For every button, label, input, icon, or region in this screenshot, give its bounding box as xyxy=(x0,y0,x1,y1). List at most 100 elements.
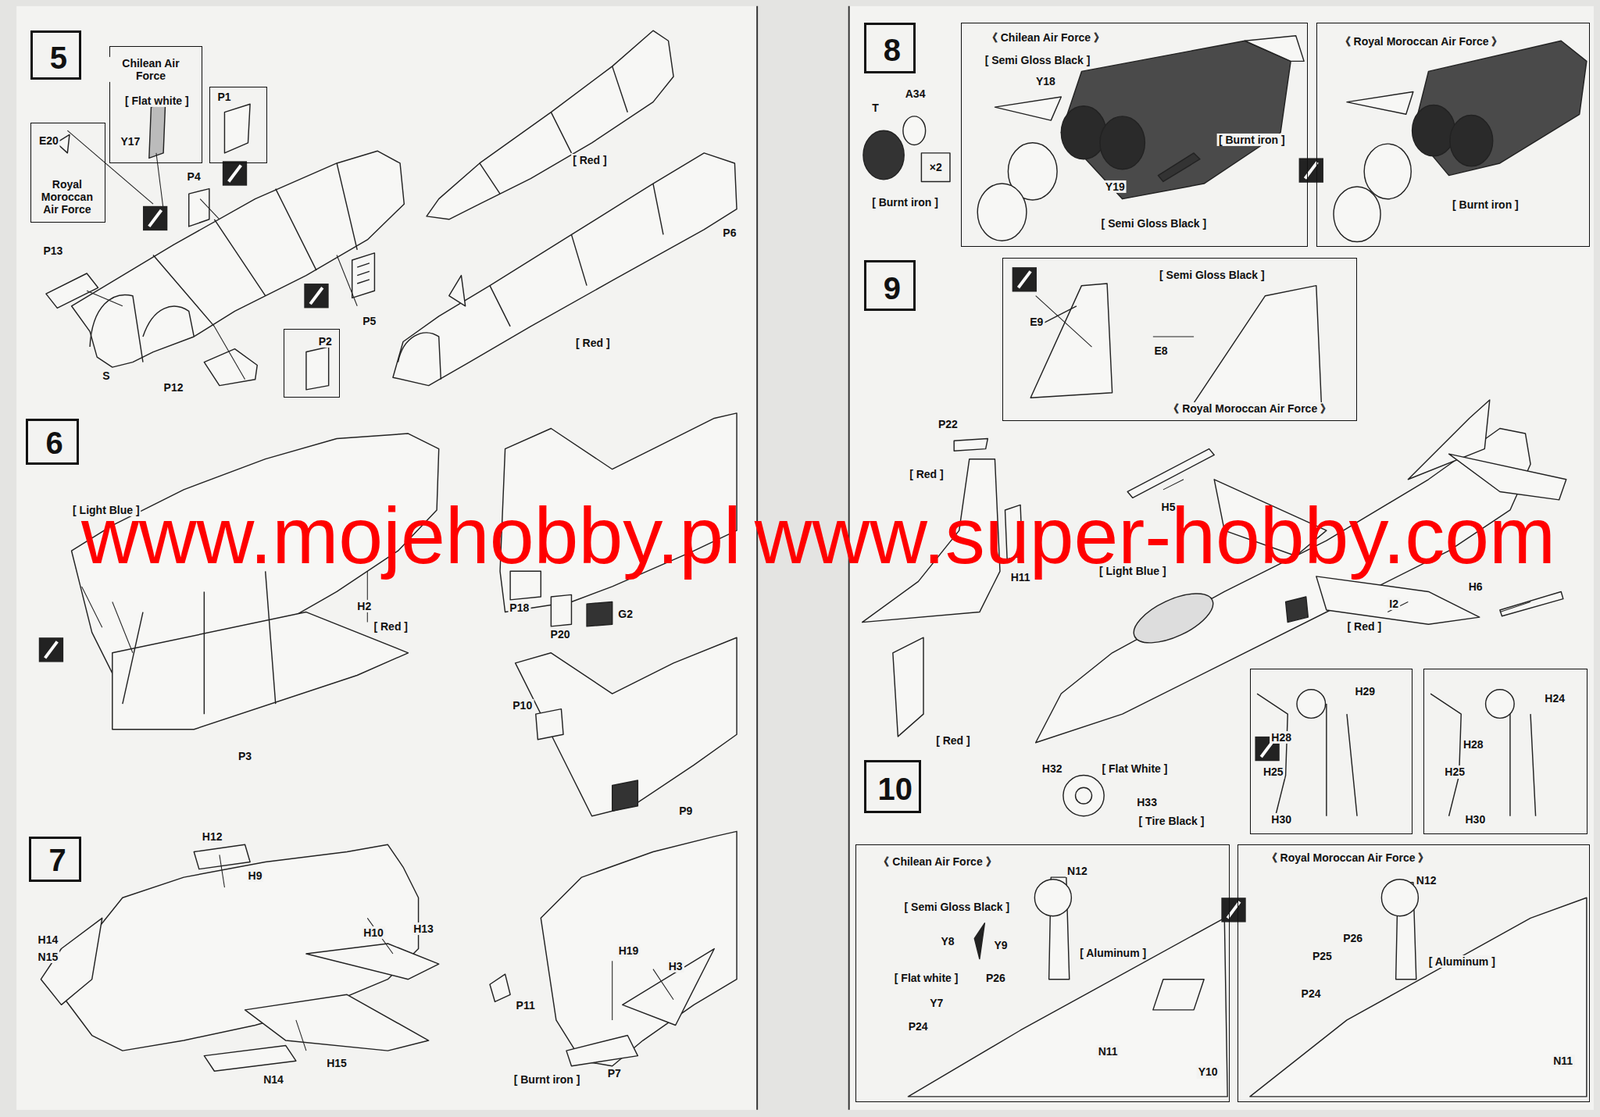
part-number: P12 xyxy=(162,381,186,394)
part-number: P5 xyxy=(360,314,378,328)
panel-text: P2 xyxy=(317,335,334,348)
part-number: P4 xyxy=(185,170,203,183)
panel-text: N12 xyxy=(1065,864,1090,878)
step-number: 5 xyxy=(50,39,68,76)
variant-panel: H29H28H25H30 xyxy=(1250,668,1413,836)
panel-text: E20 xyxy=(37,134,61,147)
panel-text: Y18 xyxy=(1034,75,1058,88)
part-number: H33 xyxy=(1135,796,1159,809)
step-number: 10 xyxy=(878,771,914,808)
panel-text: [ Semi Gloss Black ] xyxy=(903,900,1012,914)
part-number: G2 xyxy=(616,607,635,621)
part-number: H13 xyxy=(411,922,436,936)
panel-text: Y8 xyxy=(939,935,957,948)
panel-text: 《 Royal Moroccan Air Force 》 xyxy=(1264,851,1432,865)
variant-panel: 《 Chilean Air Force 》 N12 [ Semi Gloss Bla… xyxy=(855,844,1230,1102)
variant-box: E20Royal Moroccan Air Force xyxy=(30,122,105,223)
panel-text: [ Semi Gloss Black ] xyxy=(1100,217,1209,230)
part-number: P22 xyxy=(936,417,960,431)
panel-text: E8 xyxy=(1152,344,1169,358)
part-number: P20 xyxy=(549,628,572,641)
variant-panel: [ Semi Gloss Black ]E9E8《 Royal Moroccan… xyxy=(1002,257,1358,422)
part-number: H2 xyxy=(355,600,373,613)
panel-text: P26 xyxy=(1341,932,1365,945)
step-number: 9 xyxy=(883,270,901,307)
panel-text: [ Burnt iron ] xyxy=(1450,198,1521,211)
paint-callout: [ Burnt iron ] xyxy=(870,196,940,209)
step-number: 6 xyxy=(45,425,63,461)
panel-text: H25 xyxy=(1261,765,1286,779)
panel-text: [ Aluminum ] xyxy=(1078,946,1148,960)
part-number: P6 xyxy=(721,226,738,240)
paint-callout: [ Red ] xyxy=(934,734,972,747)
panel-text: [ Semi Gloss Black ] xyxy=(983,53,1093,67)
part-number: H6 xyxy=(1467,580,1485,593)
paint-callout: [ Burnt iron ] xyxy=(512,1073,583,1086)
paint-callout: [ Red ] xyxy=(574,336,612,350)
part-number: N14 xyxy=(261,1073,286,1086)
panel-text: 《 Chilean Air Force 》 xyxy=(985,31,1107,44)
panel-text: P26 xyxy=(984,971,1008,985)
part-number: P3 xyxy=(236,750,254,763)
panel-text: Chilean Air Force xyxy=(108,56,193,82)
panel-text: P1 xyxy=(215,90,233,104)
part-number: N15 xyxy=(36,950,61,964)
variant-panel: 《 Royal Moroccan Air Force 》[ Burnt iron… xyxy=(1316,22,1590,247)
quantity-mark: ×2 xyxy=(928,160,944,174)
panel-text: Royal Moroccan Air Force xyxy=(32,178,102,216)
panel-text: [ Burnt iron ] xyxy=(1217,133,1287,147)
panel-text: Y7 xyxy=(928,996,945,1010)
panel-text: Y9 xyxy=(992,939,1009,952)
panel-text: H28 xyxy=(1461,738,1486,751)
panel-text: N11 xyxy=(1551,1054,1575,1068)
part-number: A34 xyxy=(903,87,928,100)
panel-text: H24 xyxy=(1542,692,1567,705)
paint-callout: [ Red ] xyxy=(1346,620,1384,633)
part-number: H9 xyxy=(246,869,265,883)
part-number: P13 xyxy=(41,244,65,258)
part-number: P9 xyxy=(677,804,694,818)
paint-callout: [ Red ] xyxy=(907,467,946,481)
panel-text: H28 xyxy=(1269,731,1293,744)
panel-text: H25 xyxy=(1442,765,1467,779)
part-number: P18 xyxy=(507,601,531,615)
part-number: H32 xyxy=(1040,761,1065,775)
part-number: H19 xyxy=(617,944,641,958)
panel-text: P24 xyxy=(1300,987,1323,1000)
step-number-box: 10 xyxy=(864,760,922,814)
panel-text: H30 xyxy=(1463,812,1487,825)
step-number-box: 7 xyxy=(28,836,83,883)
panel-text: H29 xyxy=(1353,685,1377,698)
step-number: 8 xyxy=(883,32,901,68)
paint-callout: [ Flat White ] xyxy=(1100,761,1169,775)
part-box: P2 xyxy=(283,328,340,399)
paint-callout: [ Tire Black ] xyxy=(1137,814,1207,828)
paint-callout: [ Red ] xyxy=(571,153,609,167)
step-number-box: 5 xyxy=(30,30,82,80)
panel-text: P25 xyxy=(1310,949,1334,962)
paint-callout: [ Red ] xyxy=(371,620,410,633)
variant-panel: 《 Royal Moroccan Air Force 》 N12P26P25 [ A… xyxy=(1237,844,1590,1102)
variant-panel: 《 Chilean Air Force 》 [ Semi Gloss Black … xyxy=(960,22,1308,247)
panel-text: N11 xyxy=(1096,1045,1120,1058)
part-number: P7 xyxy=(606,1067,623,1080)
panel-text: 《 Chilean Air Force 》 xyxy=(876,855,998,868)
panel-text: 《 Royal Moroccan Air Force 》 xyxy=(1166,402,1333,415)
part-number: P10 xyxy=(510,698,534,711)
watermark: www.mojehobby.pl xyxy=(81,496,742,576)
panel-text: E9 xyxy=(1028,315,1045,329)
part-number: H14 xyxy=(36,933,61,947)
variant-box: Chilean Air Force [ Flat white ] Y17 xyxy=(109,46,203,164)
panel-text: [ Aluminum ] xyxy=(1427,955,1497,968)
panel-text: Y19 xyxy=(1103,180,1127,193)
panel-text: Y10 xyxy=(1196,1065,1220,1079)
panel-text: [ Flat white ] xyxy=(892,971,961,985)
step-number-box: 6 xyxy=(25,418,79,466)
part-box: P1 xyxy=(209,86,268,164)
panel-text: P24 xyxy=(907,1020,930,1033)
panel-text: H30 xyxy=(1269,812,1293,825)
part-number: H10 xyxy=(361,926,386,940)
panel-text: N12 xyxy=(1414,874,1439,887)
panel-text: [ Flat white ] xyxy=(123,94,191,108)
panel-text: Y17 xyxy=(118,135,142,148)
